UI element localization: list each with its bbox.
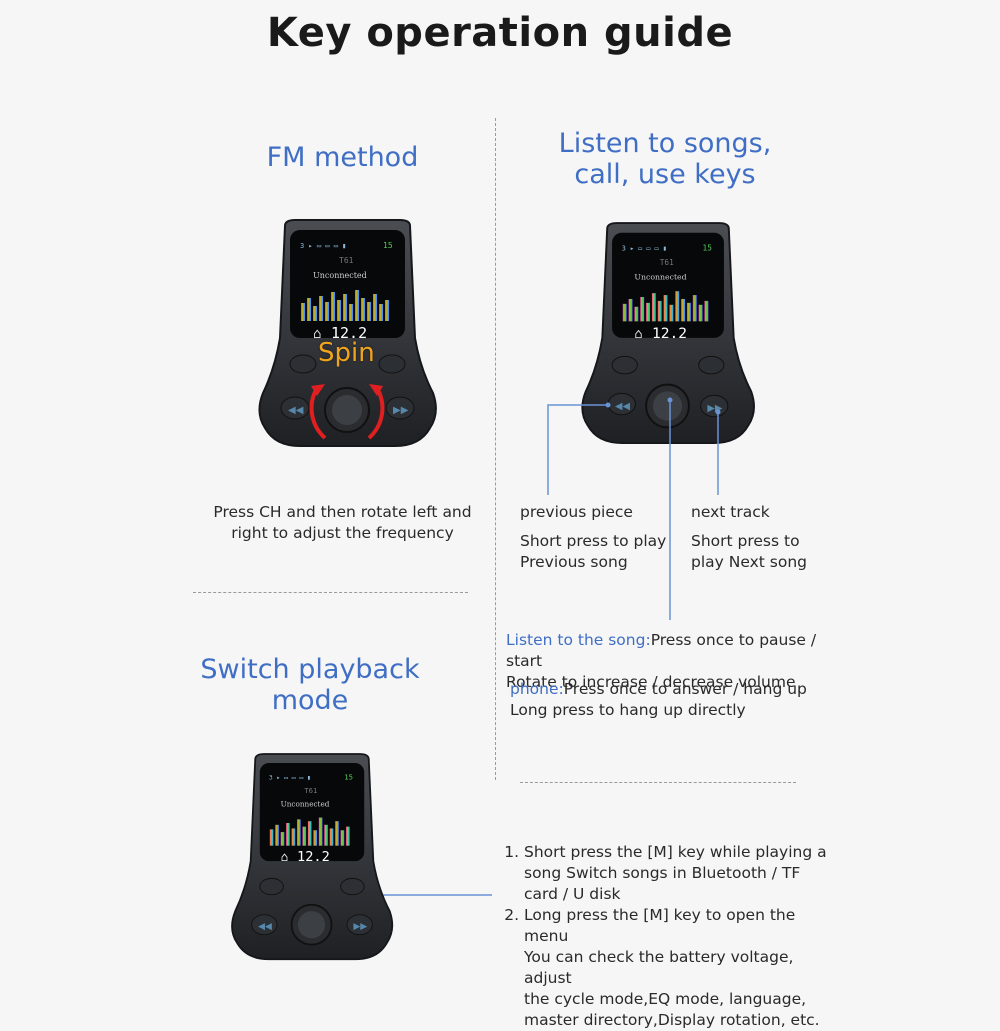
- svg-text:3 ▸ ▭ ▭ ▭ ▮: 3 ▸ ▭ ▭ ▭ ▮: [300, 242, 346, 250]
- svg-text:▶▶: ▶▶: [353, 922, 367, 932]
- fm-desc-line1: Press CH and then rotate left and: [213, 503, 472, 521]
- svg-text:Unconnected: Unconnected: [281, 800, 330, 809]
- next-button[interactable]: [385, 396, 415, 420]
- m-button[interactable]: [611, 355, 638, 375]
- phone-label: phone:: [510, 680, 564, 698]
- svg-text:▶▶: ▶▶: [393, 405, 409, 416]
- spin-arrow-right: [367, 386, 385, 440]
- prev-title: previous piece: [520, 503, 633, 521]
- m-button[interactable]: [259, 877, 284, 896]
- svg-text:⌂: ⌂: [281, 849, 289, 864]
- svg-text:3 ▸ ▭ ▭ ▭ ▮: 3 ▸ ▭ ▭ ▭ ▮: [622, 244, 667, 252]
- svg-text:3 ▸ ▭ ▭ ▭ ▮: 3 ▸ ▭ ▭ ▭ ▮: [269, 774, 311, 781]
- fm-device: 3 ▸ ▭ ▭ ▭ ▮ 15 T61 Unconnected ⌂ 12.2 ◀◀…: [258, 219, 437, 447]
- svg-text:T61: T61: [660, 258, 674, 267]
- song-block: Listen to the song:Press once to pause /…: [506, 630, 836, 693]
- ch-button[interactable]: [378, 354, 406, 374]
- svg-text:▶▶: ▶▶: [707, 403, 722, 414]
- right-divider: [520, 782, 796, 783]
- left-divider: [193, 592, 468, 593]
- svg-text:Unconnected: Unconnected: [634, 273, 686, 282]
- prev-button[interactable]: [280, 396, 310, 420]
- listen-heading: Listen to songs, call, use keys: [540, 128, 790, 190]
- screen-model: T61: [339, 256, 354, 265]
- svg-text:15: 15: [344, 772, 353, 781]
- svg-text:15: 15: [703, 243, 713, 252]
- prev-button[interactable]: [251, 914, 278, 936]
- vertical-divider: [495, 118, 496, 780]
- next-button[interactable]: [346, 914, 373, 936]
- next-button[interactable]: [700, 394, 729, 418]
- step-1: Short press the [M] key while playing a …: [524, 842, 835, 905]
- listen-device: 3 ▸ ▭ ▭ ▭ ▮ 15 T61 Unconnected ⌂ 12.2 ◀◀…: [581, 222, 755, 444]
- screen-voltage: 15: [383, 241, 393, 250]
- svg-text:12.2: 12.2: [297, 849, 330, 865]
- svg-text:T61: T61: [304, 786, 317, 795]
- svg-text:◀◀: ◀◀: [288, 405, 304, 416]
- spin-label: Spin: [318, 338, 375, 368]
- switch-steps: Short press the [M] key while playing a …: [500, 842, 835, 1031]
- prev-callout-line: [547, 404, 608, 495]
- listen-heading-line1: Listen to songs,: [558, 128, 772, 159]
- switch-heading: Switch playback mode: [190, 654, 430, 716]
- next-desc1: Short press to: [691, 532, 800, 550]
- switch-device: 3 ▸ ▭ ▭ ▭ ▮ 15 T61 Unconnected ⌂ 12.2 ◀◀…: [231, 753, 394, 961]
- ch-button[interactable]: [698, 355, 725, 375]
- fm-heading: FM method: [266, 142, 419, 173]
- fm-description: Press CH and then rotate left and right …: [205, 502, 480, 544]
- svg-text:⌂: ⌂: [634, 326, 642, 342]
- switch-heading-line2: mode: [271, 685, 349, 716]
- fm-desc-line2: right to adjust the frequency: [231, 524, 454, 542]
- ch-button[interactable]: [340, 877, 365, 896]
- song-desc2: Rotate to increase / decrease volume: [506, 673, 796, 691]
- screen-volt: 12.2: [331, 324, 367, 342]
- next-title: next track: [691, 503, 770, 521]
- screen-status: Unconnected: [313, 271, 367, 280]
- next-track-block: next track Short press to play Next song: [691, 502, 851, 573]
- svg-text:⌂: ⌂: [313, 326, 321, 342]
- m-button[interactable]: [289, 354, 317, 374]
- svg-text:◀◀: ◀◀: [258, 922, 272, 932]
- spin-arrow-left: [309, 386, 327, 440]
- svg-text:◀◀: ◀◀: [615, 401, 630, 412]
- song-label: Listen to the song:: [506, 631, 651, 649]
- prev-piece-block: previous piece Short press to play Previ…: [520, 502, 680, 573]
- listen-heading-line2: call, use keys: [574, 159, 756, 190]
- prev-desc1: Short press to play: [520, 532, 667, 550]
- song-desc1: Press once to pause / start: [506, 631, 817, 670]
- step-2: Long press the [M] key to open the menu …: [524, 905, 835, 1031]
- next-desc2: play Next song: [691, 553, 808, 571]
- page-title: Key operation guide: [266, 10, 734, 56]
- phone-desc2: Long press to hang up directly: [510, 701, 746, 719]
- phone-desc1: Press once to answer / hang up: [563, 680, 807, 698]
- svg-text:12.2: 12.2: [652, 325, 687, 342]
- phone-block: phone:Press once to answer / hang up Lon…: [510, 679, 830, 721]
- switch-heading-line1: Switch playback: [200, 654, 420, 685]
- prev-desc2: Previous song: [520, 553, 628, 571]
